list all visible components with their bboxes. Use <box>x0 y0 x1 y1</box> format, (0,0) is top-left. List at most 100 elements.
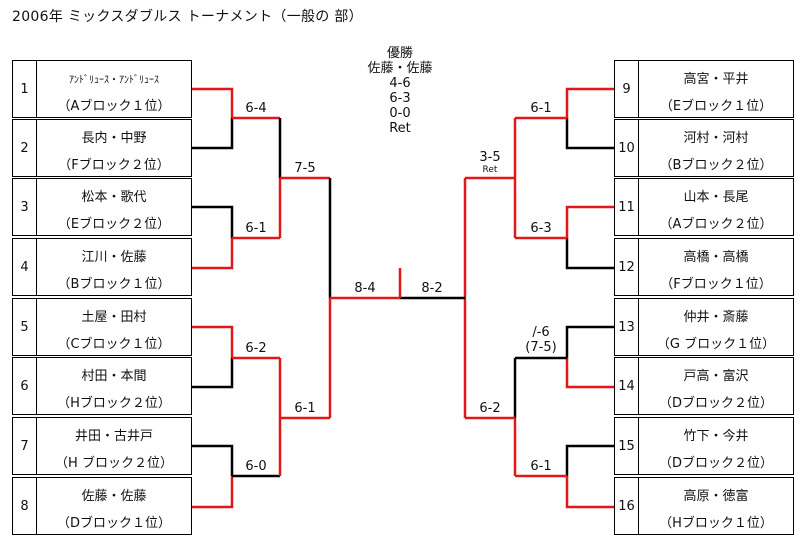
bracket-entry: 11 山本・長尾 （Aブロック２位） <box>614 178 794 236</box>
pair-names: ｱﾝﾄﾞﾘｭｰｽ・ｱﾝﾄﾞﾘｭｰｽ <box>69 75 159 86</box>
champion-names: 佐藤・佐藤 <box>367 61 433 76</box>
seed-number: 2 <box>13 120 37 176</box>
pair-names: 井田・古井戸 <box>74 429 153 444</box>
pair-names: 高宮・平井 <box>683 72 749 87</box>
block-rank: （Cブロック１位） <box>57 337 171 352</box>
seed-number: 7 <box>13 418 37 474</box>
pair-names: 江川・佐藤 <box>81 250 147 265</box>
block-rank: （Aブロック２位） <box>659 217 773 232</box>
match-score: 6-1 <box>245 221 267 236</box>
pair-names: 竹下・今井 <box>683 429 749 444</box>
seed-number: 5 <box>13 299 37 355</box>
match-score: 8-4 <box>354 281 376 296</box>
match-score: 6-2 <box>479 401 501 416</box>
block-rank: （Eブロック２位） <box>57 217 171 232</box>
match-score: 6-3 <box>530 221 552 236</box>
seed-number: 3 <box>13 179 37 235</box>
bracket-line-loser <box>565 325 614 358</box>
bracket-entry: 5 土屋・田村 （Cブロック１位） <box>12 298 192 356</box>
bracket-line-loser <box>192 205 234 238</box>
block-rank: （Aブロック１位） <box>57 99 171 114</box>
pair-names: 佐藤・佐藤 <box>81 489 147 504</box>
bracket-entry: 3 松本・歌代 （Eブロック２位） <box>12 178 192 236</box>
bracket-entry: 7 井田・古井戸 （H ブロック２位） <box>12 417 192 475</box>
bracket-line-loser <box>565 118 614 150</box>
bracket-line-winner <box>192 476 234 509</box>
bracket-line-winner <box>565 358 614 389</box>
bracket-line-winner <box>192 87 234 118</box>
pair-names: 村田・本間 <box>81 369 147 384</box>
bracket-line-loser <box>192 444 234 476</box>
bracket-entry: 13 仲井・斎藤 （G ブロック１位） <box>614 298 794 356</box>
bracket-entry: 10 河村・河村 （Bブロック２位） <box>614 119 794 177</box>
pair-names: 松本・歌代 <box>81 190 147 205</box>
match-result-note: Ret <box>482 165 498 175</box>
bracket-line-winner <box>192 238 234 270</box>
bracket-entry: 1 ｱﾝﾄﾞﾘｭｰｽ・ｱﾝﾄﾞﾘｭｰｽ （Aブロック１位） <box>12 60 192 118</box>
seed-number: 4 <box>13 239 37 295</box>
bracket-line-loser <box>565 238 614 270</box>
match-score: 6-1 <box>294 401 316 416</box>
page-title: 2006年 ミックスダブルス トーナメント（一般の 部） <box>12 9 363 25</box>
final-set-score: 6-3 <box>389 91 411 106</box>
match-score: 6-2 <box>245 341 267 356</box>
block-rank: （Dブロック２位） <box>658 456 773 471</box>
bracket-entry: 16 高原・徳富 （Hブロック１位） <box>614 477 794 535</box>
block-rank: （Fブロック２位） <box>58 158 170 173</box>
seed-number: 10 <box>615 120 639 176</box>
bracket-line-loser <box>565 444 614 476</box>
seed-number: 6 <box>13 358 37 414</box>
seed-number: 12 <box>615 239 639 295</box>
seed-number: 8 <box>13 478 37 534</box>
seed-number: 16 <box>615 478 639 534</box>
match-score: 6-4 <box>245 101 267 116</box>
pair-names: 高橋・高橋 <box>683 250 749 265</box>
bracket-entry: 15 竹下・今井 （Dブロック２位） <box>614 417 794 475</box>
bracket-line-loser <box>192 358 234 389</box>
bracket-line-winner <box>565 476 614 509</box>
bracket-line-winner <box>565 87 614 118</box>
match-score-tiebreak: (7-5) <box>525 340 557 355</box>
pair-names: 山本・長尾 <box>683 190 749 205</box>
block-rank: （Dブロック２位） <box>658 396 773 411</box>
final-result-note: Ret <box>389 121 411 136</box>
bracket-entry: 8 佐藤・佐藤 （Dブロック１位） <box>12 477 192 535</box>
pair-names: 長内・中野 <box>81 131 147 146</box>
block-rank: （Eブロック１位） <box>659 99 773 114</box>
bracket-entry: 6 村田・本間 （Hブロック２位） <box>12 357 192 415</box>
block-rank: （G ブロック１位） <box>656 337 776 352</box>
seed-number: 9 <box>615 61 639 117</box>
final-set-score: 4-6 <box>389 76 411 91</box>
block-rank: （Bブロック２位） <box>659 158 773 173</box>
champion-label: 優勝 <box>386 46 413 61</box>
block-rank: （H ブロック２位） <box>55 456 173 471</box>
match-score: 6-0 <box>245 459 267 474</box>
match-score: 6-1 <box>530 101 552 116</box>
bracket-entry: 9 高宮・平井 （Eブロック１位） <box>614 60 794 118</box>
bracket-entry: 14 戸高・富沢 （Dブロック２位） <box>614 357 794 415</box>
seed-number: 15 <box>615 418 639 474</box>
pair-names: 河村・河村 <box>683 131 749 146</box>
bracket-entry: 2 長内・中野 （Fブロック２位） <box>12 119 192 177</box>
block-rank: （Hブロック２位） <box>57 396 171 411</box>
match-score: 7-5 <box>294 161 316 176</box>
match-score: /-6 <box>532 325 550 340</box>
seed-number: 1 <box>13 61 37 117</box>
pair-names: 高原・徳富 <box>683 489 749 504</box>
seed-number: 13 <box>615 299 639 355</box>
block-rank: （Dブロック１位） <box>56 516 171 531</box>
seed-number: 11 <box>615 179 639 235</box>
pair-names: 仲井・斎藤 <box>683 310 749 325</box>
bracket-line-winner <box>192 325 234 358</box>
champion-panel: 優勝 佐藤・佐藤 4-6 6-3 0-0 Ret <box>340 46 460 136</box>
bracket-entry: 4 江川・佐藤 （Bブロック１位） <box>12 238 192 296</box>
block-rank: （Fブロック１位） <box>660 277 772 292</box>
bracket-line-winner <box>565 205 614 238</box>
pair-names: 土屋・田村 <box>81 310 147 325</box>
seed-number: 14 <box>615 358 639 414</box>
bracket-line-loser <box>192 118 234 150</box>
bracket-entry: 12 高橋・高橋 （Fブロック１位） <box>614 238 794 296</box>
final-set-score: 0-0 <box>389 106 411 121</box>
match-score: 3-5 <box>479 150 501 165</box>
